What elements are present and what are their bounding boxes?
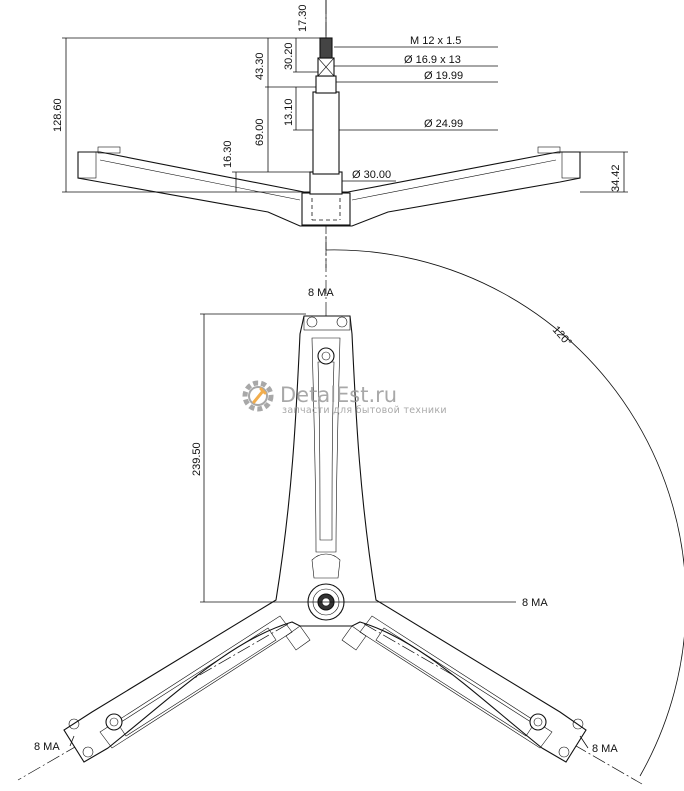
dim-128-60: 128.60 bbox=[52, 98, 64, 132]
leader-right bbox=[579, 735, 589, 749]
left-boss bbox=[97, 146, 121, 154]
watermark-name: DetalEst.ru bbox=[280, 383, 397, 407]
callout-thread: M 12 x 1.5 bbox=[410, 35, 461, 47]
hole-right-a bbox=[572, 718, 584, 730]
callout-hub: Ø 30.00 bbox=[352, 169, 391, 181]
left-arm-notch bbox=[285, 625, 311, 651]
right-arm-inner-slot bbox=[375, 627, 535, 737]
dim-69-00: 69.00 bbox=[254, 118, 266, 146]
callout-shaft-upper: Ø 19.99 bbox=[424, 70, 463, 82]
hole-label-center: 8 MA bbox=[522, 597, 548, 609]
hole-right-center bbox=[529, 713, 547, 731]
right-arm-tip bbox=[561, 151, 581, 179]
hole-top-center-inner bbox=[321, 351, 331, 361]
spline-cross-b bbox=[317, 57, 335, 77]
hole-top-center bbox=[317, 347, 335, 365]
hole-left-center-inner bbox=[109, 717, 119, 727]
angle-arc-120 bbox=[325, 249, 684, 777]
watermark: DetalEst.ru запчасти для бытовой техники bbox=[242, 380, 447, 416]
plan-view: 120° bbox=[17, 236, 684, 785]
hub-hidden-bore bbox=[311, 198, 341, 221]
leader-left bbox=[69, 735, 75, 747]
dim-13-10: 13.10 bbox=[283, 98, 295, 126]
left-arm-tip bbox=[77, 151, 97, 179]
left-holes bbox=[68, 713, 123, 758]
hole-right-center-inner bbox=[533, 717, 543, 727]
hole-right-b bbox=[558, 746, 570, 758]
hole-left-b bbox=[82, 746, 94, 758]
top-arm-slot bbox=[311, 337, 341, 553]
hole-label-right: 8 MA bbox=[592, 743, 618, 755]
shaft-lower bbox=[312, 91, 340, 175]
shaft-hub-section bbox=[309, 171, 343, 195]
dim-239-50: 239.50 bbox=[191, 442, 203, 476]
right-arm-notch bbox=[341, 625, 367, 651]
top-arm-inner-slot bbox=[317, 361, 335, 541]
hole-top-left bbox=[306, 316, 318, 328]
side-view: 17.30 43.30 30.20 128.60 13.10 69.00 16.… bbox=[52, 0, 628, 268]
hole-top-right bbox=[336, 316, 348, 328]
right-boss bbox=[537, 146, 561, 154]
shaft-thread bbox=[319, 37, 333, 59]
callout-shaft-lower: Ø 24.99 bbox=[424, 118, 463, 130]
hole-label-top: 8 MA bbox=[308, 287, 334, 299]
dim-17-30: 17.30 bbox=[297, 4, 309, 32]
top-arm-notch bbox=[311, 553, 341, 579]
gear-wrench-icon bbox=[242, 380, 274, 412]
dim-30-20: 30.20 bbox=[283, 42, 295, 70]
top-holes bbox=[306, 316, 348, 365]
angle-label: 120° bbox=[550, 324, 574, 349]
watermark-tagline: запчасти для бытовой техники bbox=[282, 405, 447, 416]
dim-16-30: 16.30 bbox=[222, 140, 234, 168]
right-arm-inner-edge bbox=[351, 159, 557, 201]
top-arm-tip-plate bbox=[303, 315, 351, 331]
right-holes bbox=[529, 713, 584, 758]
left-arm-inner-slot bbox=[117, 627, 277, 737]
callout-spline: Ø 16.9 x 13 bbox=[404, 54, 461, 66]
left-arm-inner-edge bbox=[99, 159, 301, 201]
shaft-upper bbox=[315, 75, 337, 94]
hole-left-center bbox=[105, 713, 123, 731]
hole-left-a bbox=[68, 718, 80, 730]
dim-34-42: 34.42 bbox=[610, 164, 622, 192]
hole-label-left: 8 MA bbox=[34, 741, 60, 753]
dim-43-30: 43.30 bbox=[254, 52, 266, 80]
